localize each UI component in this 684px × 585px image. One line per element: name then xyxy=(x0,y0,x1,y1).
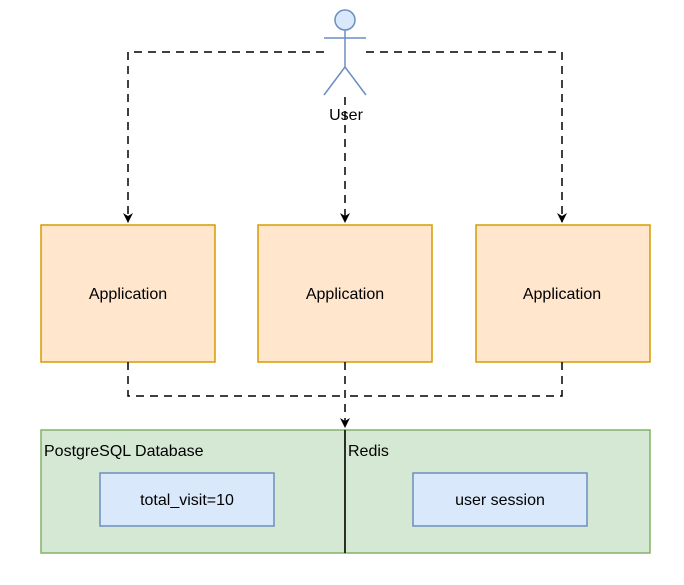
application-label-3: Application xyxy=(523,286,601,303)
database-record-label: total_visit=10 xyxy=(140,492,234,509)
database-record-total-visit[interactable]: total_visit=10 xyxy=(99,472,275,527)
application-box-3[interactable]: Application xyxy=(475,224,651,363)
application-box-2[interactable]: Application xyxy=(257,224,433,363)
user-to-apps-connectors xyxy=(123,51,567,223)
redis-record-label: user session xyxy=(455,492,545,509)
user-actor-icon xyxy=(323,9,367,96)
application-label-2: Application xyxy=(306,286,384,303)
application-label-1: Application xyxy=(89,286,167,303)
connector-app-3-data xyxy=(345,362,563,397)
data-layer: PostgreSQL Database Redis total_visit=10… xyxy=(40,429,651,554)
postgresql-database-title: PostgreSQL Database xyxy=(44,443,204,460)
application-box-1[interactable]: Application xyxy=(40,224,216,363)
connector-user-app-3 xyxy=(366,51,567,223)
redis-record-user-session[interactable]: user session xyxy=(412,472,588,527)
connector-app-1-data xyxy=(127,362,345,397)
user-label: User xyxy=(329,107,363,124)
apps-to-data-connectors xyxy=(127,362,563,428)
connector-user-app-1 xyxy=(123,51,324,223)
redis-title: Redis xyxy=(348,443,389,460)
